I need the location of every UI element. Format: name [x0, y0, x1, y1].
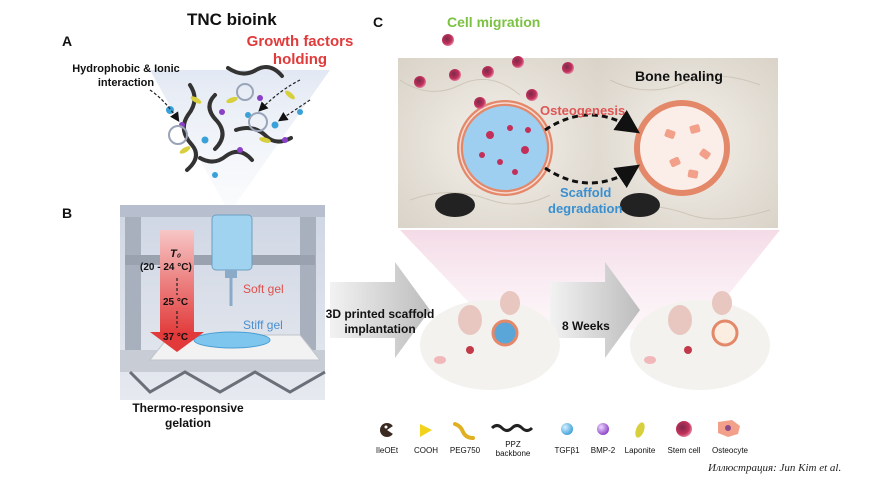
implant-label-line1: 3D printed scaffold — [325, 307, 435, 321]
legend-label: Laponite — [624, 446, 656, 455]
bioink-zoom-cone — [150, 70, 330, 205]
panel-label-a: A — [62, 33, 73, 49]
rat-implanted — [420, 291, 560, 390]
thermo-caption-line1: Thermo-responsive — [132, 401, 244, 415]
legend-label: COOH — [414, 446, 438, 455]
migrating-stem-cells — [414, 34, 574, 109]
legend-label: BMP-2 — [590, 446, 616, 455]
legend-icons — [380, 420, 740, 440]
osteocyte-icon — [718, 420, 740, 437]
legend-label: PPZ backbone — [495, 440, 531, 458]
temperature-gradient-arrow — [160, 230, 194, 335]
legend-label: Stem cell — [667, 446, 701, 455]
bone-healing-label: Bone healing — [635, 68, 723, 84]
triangle-icon — [420, 424, 432, 437]
osteocytes — [664, 124, 711, 179]
legend-label: PEG750 — [449, 446, 481, 455]
stem-cell-icon — [676, 421, 692, 437]
healed-bone — [634, 100, 730, 196]
scaffold-degradation-line2: degradation — [548, 201, 623, 216]
temp-mid: 25 °C — [163, 297, 189, 308]
thermo-caption-line2: gelation — [164, 416, 211, 430]
osteogenesis-label: Osteogenesis — [540, 103, 626, 118]
printer-frame — [128, 370, 326, 394]
scaffold-cells — [479, 125, 531, 175]
squiggle-icon — [453, 422, 475, 440]
temp-high: 37 °C — [163, 332, 189, 343]
printed-gel — [193, 331, 271, 349]
wave-icon — [490, 424, 534, 432]
blue-sphere-icon — [561, 423, 573, 435]
growth-factor-particles — [166, 83, 303, 178]
pacman-icon — [380, 423, 396, 437]
interaction-arrows — [149, 79, 311, 123]
t0-range: (20 - 24 °C) — [140, 262, 192, 273]
panel-label-b: B — [62, 205, 73, 221]
bioink-cartridge — [211, 214, 253, 271]
scaffold-degradation-line1: Scaffold — [560, 185, 612, 200]
image-credit: Иллюстрация: Jun Kim et al. — [708, 462, 842, 474]
t0-symbol: T₀ — [170, 248, 182, 260]
stiff-gel-label: Stiff gel — [243, 318, 283, 332]
panel-label-c: C — [373, 14, 384, 30]
implant-arrow — [330, 262, 430, 358]
legend-label: IleOEt — [375, 446, 399, 455]
weeks-arrow — [550, 262, 640, 358]
interaction-label: Hydrophobic & Ionic interaction — [72, 63, 180, 89]
duration-label: 8 Weeks — [562, 319, 610, 333]
legend-label: TGFβ1 — [554, 446, 580, 455]
soft-gel-label: Soft gel — [243, 282, 284, 296]
healing-arrow-top — [544, 110, 640, 134]
growth-factors-label: Growth factors holding — [246, 33, 354, 68]
healing-arrow-bottom — [544, 164, 640, 188]
cell-migration-label: Cell migration — [447, 14, 541, 30]
implant-label-line2: implantation — [344, 322, 416, 336]
ellipse-icon — [635, 422, 645, 438]
bioink-title: TNC bioink — [187, 10, 277, 29]
legend-label: Osteocyte — [711, 446, 748, 455]
rat-healed — [630, 291, 770, 390]
purple-sphere-icon — [597, 423, 609, 435]
